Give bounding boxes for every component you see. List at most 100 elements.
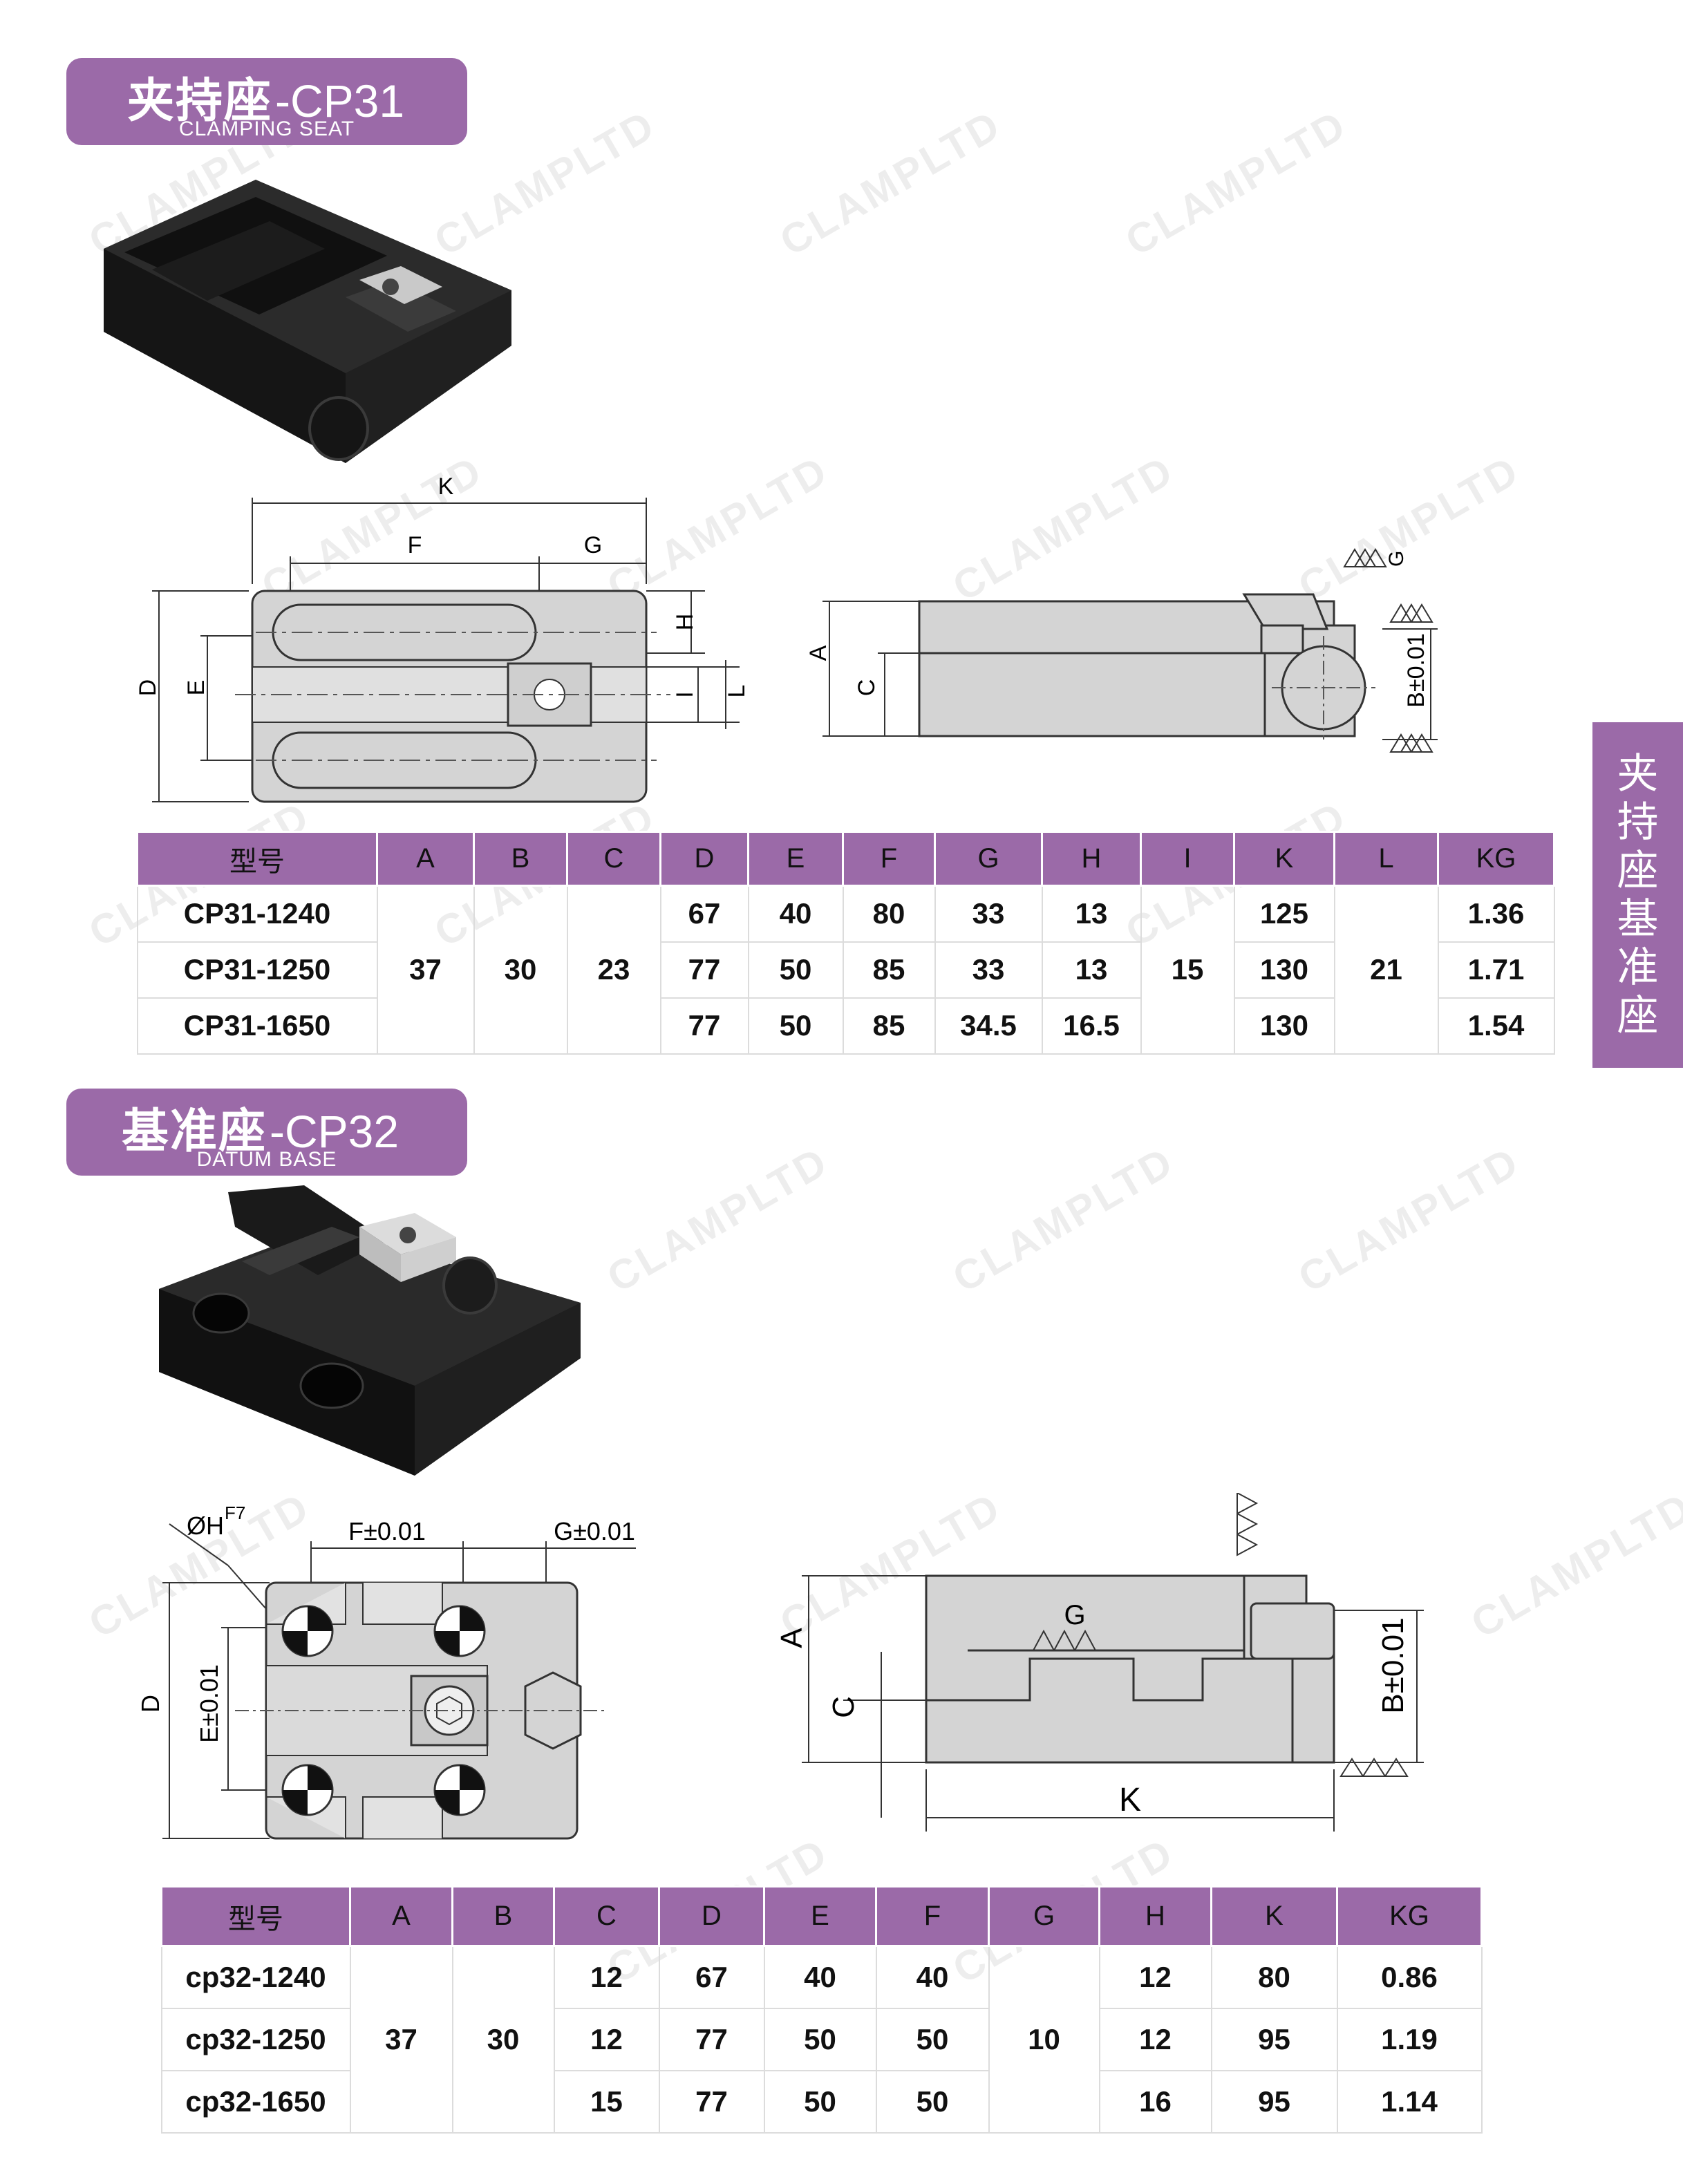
cp31-cell-f: 85 — [842, 941, 936, 999]
side-tab-char: 夹 — [1617, 750, 1659, 798]
cp32-title-en: DATUM BASE — [196, 1148, 337, 1171]
cp31-cell-h: 13 — [1041, 941, 1142, 999]
cp32-cell-k: 95 — [1210, 2007, 1338, 2071]
cp32-th-a: A — [349, 1885, 453, 1947]
cp32-cell-d: 67 — [658, 1945, 765, 2009]
cp31-cell-e: 50 — [747, 941, 844, 999]
cp31-th-d: D — [659, 831, 749, 887]
cp32-cell-f: 50 — [875, 2007, 990, 2071]
cp31-dim-k: K — [438, 477, 454, 500]
cp32-cell-k: 95 — [1210, 2069, 1338, 2134]
cp32-cell-c: 12 — [553, 1945, 660, 2009]
cp31-dim-i: I — [672, 691, 698, 697]
cp31-cell-f: 85 — [842, 997, 936, 1055]
cp32-th-model: 型号 — [160, 1885, 351, 1947]
cp31-th-h: H — [1041, 831, 1142, 887]
cp32-table-header-row: 型号 A B C D E F G H K KG — [160, 1885, 1483, 1947]
cp31-th-f: F — [842, 831, 936, 887]
cp32-cell-b: 30 — [451, 1945, 555, 2134]
cp31-cell-l: 21 — [1333, 885, 1439, 1055]
cp32-cell-kg: 0.86 — [1336, 1945, 1483, 2009]
cp32-cell-c: 15 — [553, 2069, 660, 2134]
cp32-dim-b: B±0.01 — [1376, 1617, 1410, 1713]
cp31-cell-kg: 1.36 — [1437, 885, 1555, 943]
cp32-th-h: H — [1098, 1885, 1212, 1947]
cp31-cell-g: 33 — [934, 941, 1043, 999]
cp32-cell-h: 16 — [1098, 2069, 1212, 2134]
cp32-dim-f: F±0.01 — [348, 1517, 426, 1545]
cp32-dim-a: A — [775, 1628, 809, 1648]
cp32-th-k: K — [1210, 1885, 1338, 1947]
cp32-cell-f: 40 — [875, 1945, 990, 2009]
cp32-dim-c: C — [827, 1696, 861, 1718]
cp31-th-model: 型号 — [136, 831, 378, 887]
cp31-th-i: I — [1140, 831, 1235, 887]
cp32-cell-f: 50 — [875, 2069, 990, 2134]
cp31-table-header-row: 型号 A B C D E F G H I K L KG — [136, 831, 1555, 887]
cp31-cell-k: 125 — [1233, 885, 1335, 943]
watermark: CLAMPLTD — [599, 1138, 837, 1301]
cp31-side-view-drawing: A C B±0.01 G — [805, 548, 1438, 753]
cp32-cell-h: 12 — [1098, 1945, 1212, 2009]
cp32-dim-phi-h: ØH — [187, 1512, 224, 1540]
cp31-cell-g: 34.5 — [934, 997, 1043, 1055]
cp31-dim-g: G — [584, 532, 602, 558]
cp32-cell-a: 37 — [349, 1945, 453, 2134]
cp31-cell-kg: 1.71 — [1437, 941, 1555, 999]
side-tab-char: 座 — [1617, 992, 1659, 1040]
cp31-title-en: CLAMPING SEAT — [178, 117, 355, 140]
cp32-th-d: D — [658, 1885, 765, 1947]
side-category-tab: 夹 持 座 基 准 座 — [1592, 722, 1683, 1068]
watermark: CLAMPLTD — [772, 101, 1010, 265]
cp31-cell-h: 13 — [1041, 885, 1142, 943]
cp32-cell-c: 12 — [553, 2007, 660, 2071]
side-tab-char: 座 — [1617, 847, 1659, 895]
cp31-dim-f: F — [408, 532, 422, 558]
cp31-cell-c: 23 — [566, 885, 661, 1055]
cp32-product-image — [159, 1185, 581, 1476]
cp31-dim-l: L — [724, 685, 750, 698]
cp31-cell-f: 80 — [842, 885, 936, 943]
cp32-cell-e: 50 — [763, 2007, 877, 2071]
cp32-th-c: C — [553, 1885, 660, 1947]
watermark: CLAMPLTD — [1118, 101, 1355, 265]
cp31-dim-d: D — [135, 679, 161, 697]
cp32-cell-k: 80 — [1210, 1945, 1338, 2009]
cp31-cell-i: 15 — [1140, 885, 1235, 1055]
cp31-cell-d: 77 — [659, 997, 749, 1055]
cp32-dim-g: G±0.01 — [554, 1517, 635, 1545]
cp31-title-banner: 夹持座 -CP31 CLAMPING SEAT — [66, 58, 467, 145]
cp31-cell-k: 130 — [1233, 997, 1335, 1055]
cp31-product-image — [104, 180, 511, 463]
cp31-cell-d: 77 — [659, 941, 749, 999]
cp32-surface-g: G — [1064, 1600, 1085, 1630]
side-tab-char: 基 — [1617, 895, 1659, 943]
table-row: cp32-1250 12 77 50 50 12 95 1.19 — [160, 2007, 1483, 2071]
cp32-cell-kg: 1.14 — [1336, 2069, 1483, 2134]
cp32-dim-f7: F7 — [225, 1503, 245, 1523]
cp31-cell-b: 30 — [473, 885, 568, 1055]
cp31-th-b: B — [473, 831, 568, 887]
cp31-cell-e: 40 — [747, 885, 844, 943]
cp31-cell-k: 130 — [1233, 941, 1335, 999]
cp31-surface-g: G — [1385, 551, 1408, 567]
cp31-cell-kg: 1.54 — [1437, 997, 1555, 1055]
cp31-cell-model: CP31-1250 — [136, 941, 378, 999]
cp32-th-f: F — [875, 1885, 990, 1947]
cp32-cell-g: 10 — [988, 1945, 1100, 2134]
cp31-th-kg: KG — [1437, 831, 1555, 887]
cp31-dim-c: C — [854, 679, 880, 697]
cp31-cell-e: 50 — [747, 997, 844, 1055]
cp32-cell-e: 40 — [763, 1945, 877, 2009]
cp31-spec-table: 型号 A B C D E F G H I K L KG CP31-1240 37… — [136, 831, 1555, 1055]
cp32-cell-d: 77 — [658, 2007, 765, 2071]
cp31-th-l: L — [1333, 831, 1439, 887]
watermark: CLAMPLTD — [1463, 1483, 1683, 1647]
cp32-cell-d: 77 — [658, 2069, 765, 2134]
cp32-cell-model: cp32-1240 — [160, 1945, 351, 2009]
table-row: CP31-1650 77 50 85 34.5 16.5 130 1.54 — [136, 997, 1555, 1055]
cp31-top-view-drawing: K F G D E H I L — [135, 477, 750, 803]
cp32-spec-table: 型号 A B C D E F G H K KG cp32-1240 37 30 … — [160, 1885, 1483, 2134]
watermark: CLAMPLTD — [945, 1138, 1183, 1301]
side-tab-char: 准 — [1617, 943, 1659, 992]
